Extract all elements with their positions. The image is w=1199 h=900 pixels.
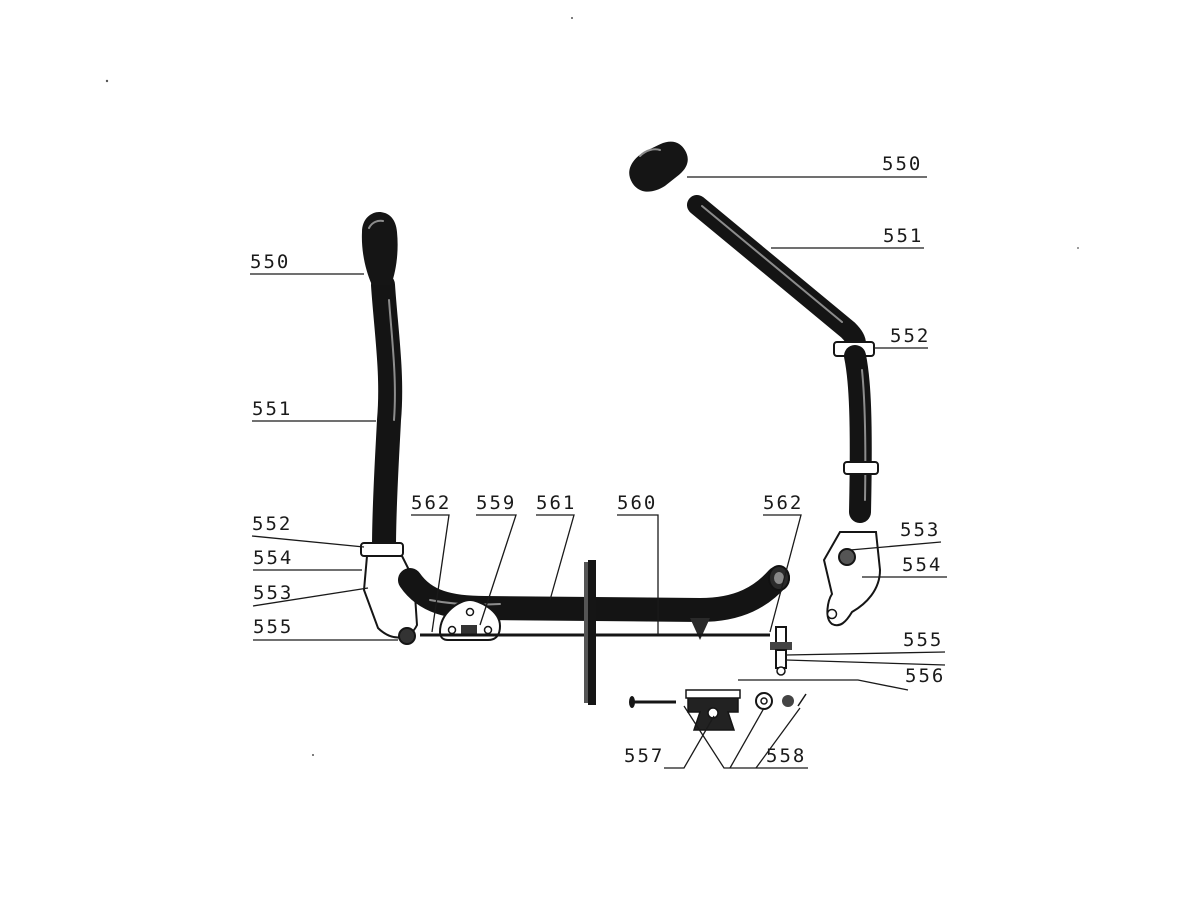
label-left-561: 561 [536, 492, 576, 514]
mounting-plate [588, 560, 596, 705]
label-left-552: 552 [252, 513, 292, 535]
part-labels: 550 551 552 554 553 555 562 559 561 560 … [250, 153, 945, 767]
left-lever-tube [371, 273, 403, 560]
left-collar [360, 542, 404, 557]
label-left-562a: 562 [411, 492, 451, 514]
label-left-559: 559 [476, 492, 516, 514]
label-right-552: 552 [890, 325, 930, 347]
label-left-555: 555 [253, 616, 293, 638]
right-lower-tube [844, 345, 872, 523]
label-left-550: 550 [250, 251, 290, 273]
left-knob-highlight [368, 219, 384, 229]
label-left-562b: 562 [763, 492, 803, 514]
label-right-558: 558 [766, 745, 806, 767]
right-knob [629, 141, 688, 192]
rod-end-bolt [770, 626, 792, 676]
left-lever-assembly [360, 212, 792, 705]
label-right-556: 556 [905, 665, 945, 687]
right-upper-tube [687, 195, 866, 354]
clevis-556 [685, 689, 741, 731]
pin-557 [629, 696, 676, 708]
tube-support [690, 618, 710, 640]
label-left-551: 551 [252, 398, 292, 420]
label-right-553: 553 [900, 519, 940, 541]
left-pivot-bolt [398, 627, 416, 645]
fasteners-558 [755, 692, 807, 710]
label-left-560: 560 [617, 492, 657, 514]
label-right-551: 551 [883, 225, 923, 247]
left-knob [361, 212, 398, 285]
print-specks [105, 17, 1079, 756]
right-lever-assembly [629, 141, 882, 731]
label-right-550: 550 [882, 153, 922, 175]
right-tube-ring [843, 461, 879, 475]
leader-lines [250, 176, 947, 769]
label-right-557: 557 [624, 745, 664, 767]
label-left-554: 554 [253, 547, 293, 569]
label-right-555: 555 [903, 629, 943, 651]
label-right-554: 554 [902, 554, 942, 576]
label-left-553: 553 [253, 582, 293, 604]
right-pivot-housing [822, 531, 882, 627]
left-lever-tube-highlight [388, 299, 396, 421]
